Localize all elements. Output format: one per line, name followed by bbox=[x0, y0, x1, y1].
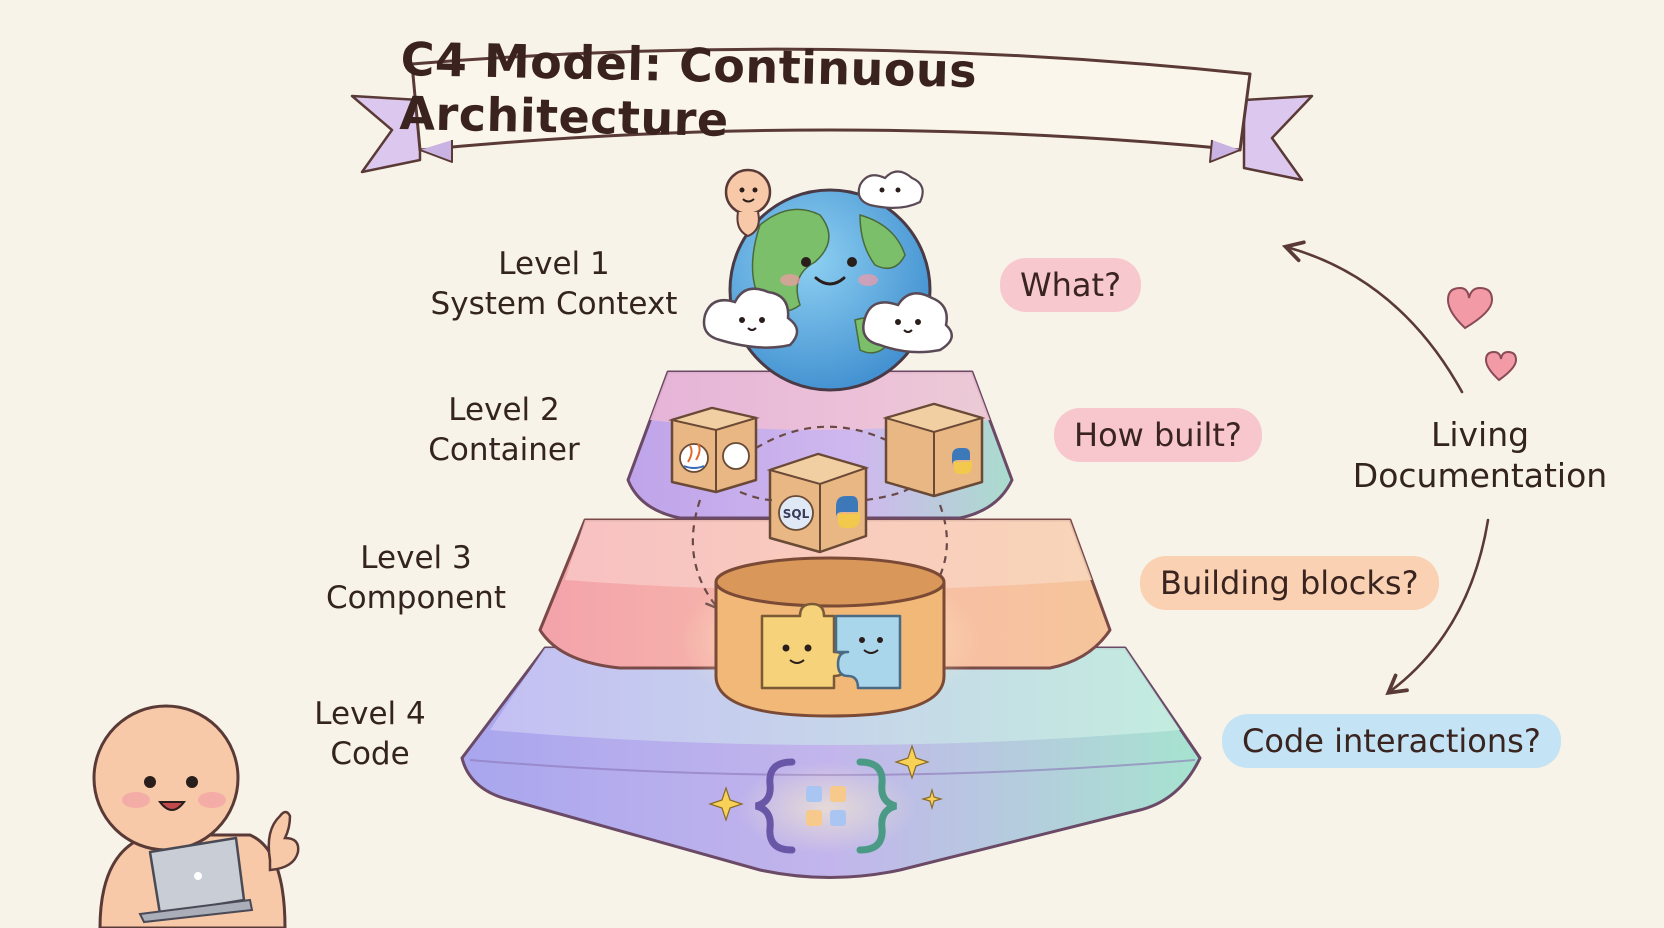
level-name: Code bbox=[330, 736, 410, 772]
laptop-icon bbox=[138, 836, 254, 924]
cardboard-box-icon bbox=[668, 406, 760, 494]
java-logo-icon bbox=[683, 443, 705, 469]
level-name: System Context bbox=[430, 286, 678, 322]
level-2-label: Level 2 Container bbox=[404, 390, 604, 470]
puzzle-piece-icon bbox=[760, 602, 902, 690]
page-title: C4 Model: Continuous Architecture bbox=[398, 32, 978, 147]
sql-badge: SQL bbox=[783, 507, 810, 521]
level-name: Component bbox=[326, 580, 506, 616]
question-building-blocks: Building blocks? bbox=[1140, 556, 1439, 610]
little-character bbox=[724, 168, 772, 238]
living-line-1: Living bbox=[1430, 415, 1530, 454]
level-3-label: Level 3 Component bbox=[306, 538, 526, 618]
level-number: Level 2 bbox=[448, 392, 560, 428]
python-logo-icon bbox=[836, 496, 860, 528]
curly-braces-icon bbox=[736, 758, 916, 854]
living-documentation-label: Living Documentation bbox=[1330, 414, 1630, 496]
level-4-label: Level 4 Code bbox=[300, 694, 440, 774]
cloud-icon bbox=[702, 170, 953, 354]
question-how-built: How built? bbox=[1054, 408, 1262, 462]
question-code-interactions: Code interactions? bbox=[1222, 714, 1561, 768]
level-1-label: Level 1 System Context bbox=[404, 244, 704, 324]
level-name: Container bbox=[428, 432, 580, 468]
living-documentation-cycle bbox=[1281, 240, 1490, 696]
living-line-2: Documentation bbox=[1352, 456, 1608, 495]
cardboard-box-icon bbox=[882, 402, 986, 498]
question-what: What? bbox=[1000, 258, 1142, 312]
level-number: Level 1 bbox=[498, 246, 610, 282]
level-number: Level 4 bbox=[314, 696, 426, 732]
title-banner bbox=[350, 47, 1314, 182]
heart-icon bbox=[1446, 286, 1518, 382]
sparkle-icon bbox=[708, 744, 944, 822]
level-number: Level 3 bbox=[360, 540, 472, 576]
